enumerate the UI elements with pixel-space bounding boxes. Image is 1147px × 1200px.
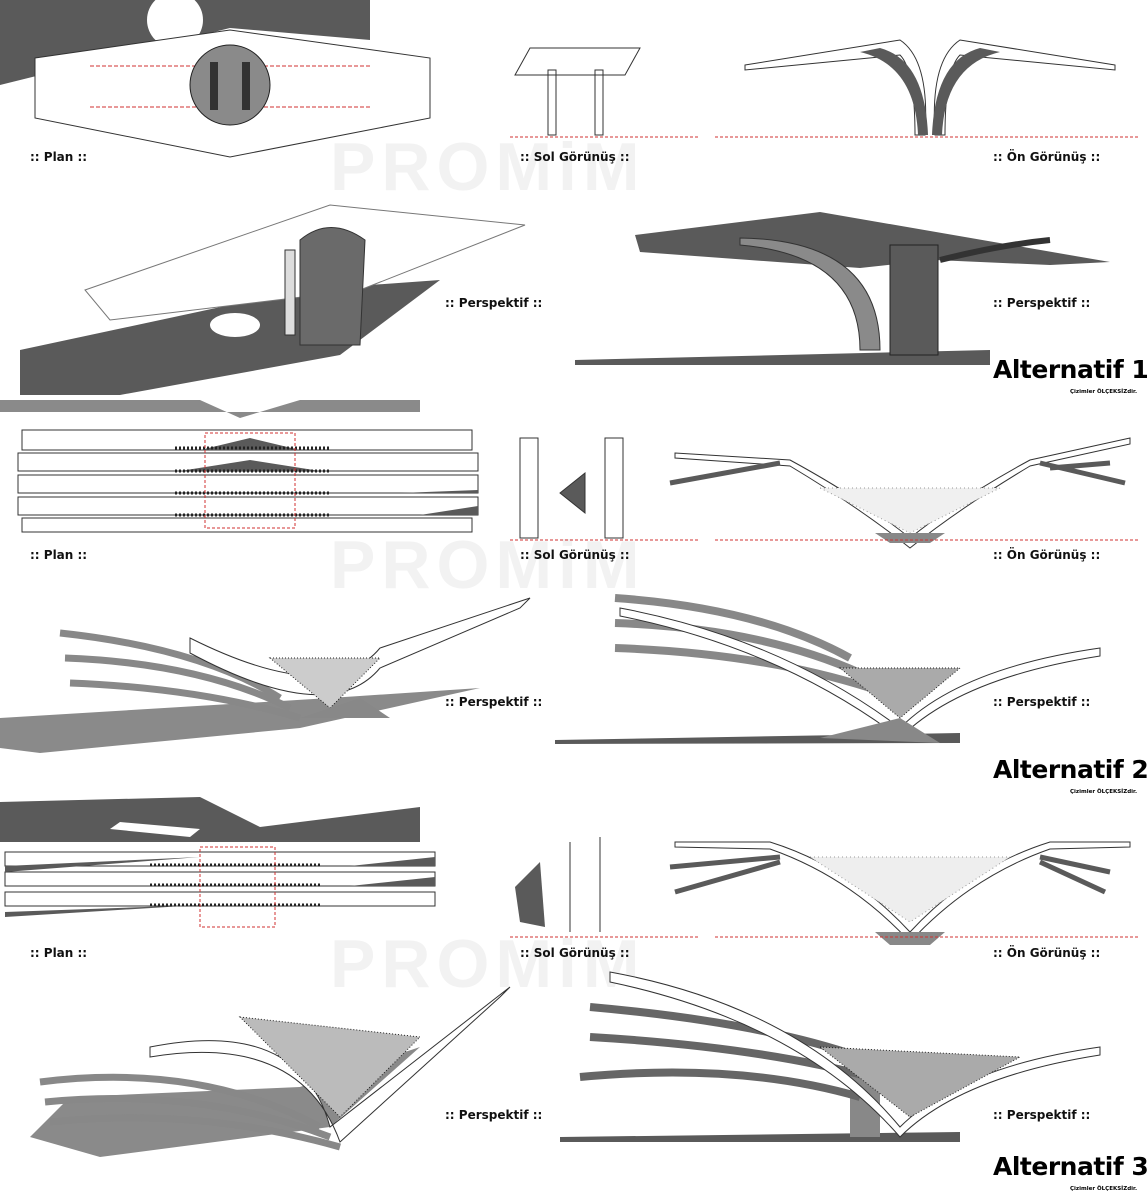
perspective-label: :: Perspektif :: [993,1108,1091,1122]
left-view-label: :: Sol Görünüş :: [520,150,630,164]
left-view-drawing [510,47,700,138]
perspective-2-drawing [555,594,1101,744]
alternative-title: Alternatif 1 [993,355,1147,384]
perspective-label: :: Perspektif :: [445,296,543,310]
left-view-drawing [510,437,700,541]
perspective-2-drawing [575,212,1110,365]
front-view-drawing [669,437,1140,549]
alternative-title: Alternatif 3 [993,1152,1147,1181]
left-view-drawing [510,837,700,938]
perspective-label: :: Perspektif :: [993,695,1091,709]
perspective-label: :: Perspektif :: [993,296,1091,310]
front-view-drawing [715,39,1140,138]
alternative-title: Alternatif 2 [993,755,1147,784]
scale-note: Çizimler ÖLÇEKSİZdir. [1070,789,1138,795]
front-view-label: :: Ön Görünüş :: [993,150,1101,164]
alternative-1-drawings [0,0,1140,395]
alternative-3-drawings [0,797,1140,1157]
scale-note: Çizimler ÖLÇEKSİZdir. [1070,389,1138,395]
watermark: PROMiM [330,129,646,205]
left-view-label: :: Sol Görünüş :: [520,548,630,562]
front-view-label: :: Ön Görünüş :: [993,548,1101,562]
perspective-1-drawing [0,597,531,753]
perspective-label: :: Perspektif :: [445,695,543,709]
plan-label: :: Plan :: [30,548,88,562]
watermark: PROMiM [330,926,646,1002]
scale-note: Çizimler ÖLÇEKSİZdir. [1070,1186,1138,1192]
perspective-2-drawing [560,971,1101,1142]
plan-label: :: Plan :: [30,946,88,960]
alternative-2-section: PROMiM [0,398,1147,798]
alternative-2-drawings [0,400,1140,753]
alternative-3-section: PROMiM [0,797,1147,1197]
perspective-label: :: Perspektif :: [445,1108,543,1122]
plan-label: :: Plan :: [30,150,88,164]
alternative-1-section: PROMiM [0,0,1147,400]
plan-drawing [0,0,431,158]
plan-drawing [0,400,479,533]
perspective-1-drawing [20,204,526,395]
plan-drawing [0,797,436,928]
front-view-label: :: Ön Görünüş :: [993,946,1101,960]
perspective-1-drawing [30,986,511,1157]
front-view-drawing [669,841,1140,945]
left-view-label: :: Sol Görünüş :: [520,946,630,960]
